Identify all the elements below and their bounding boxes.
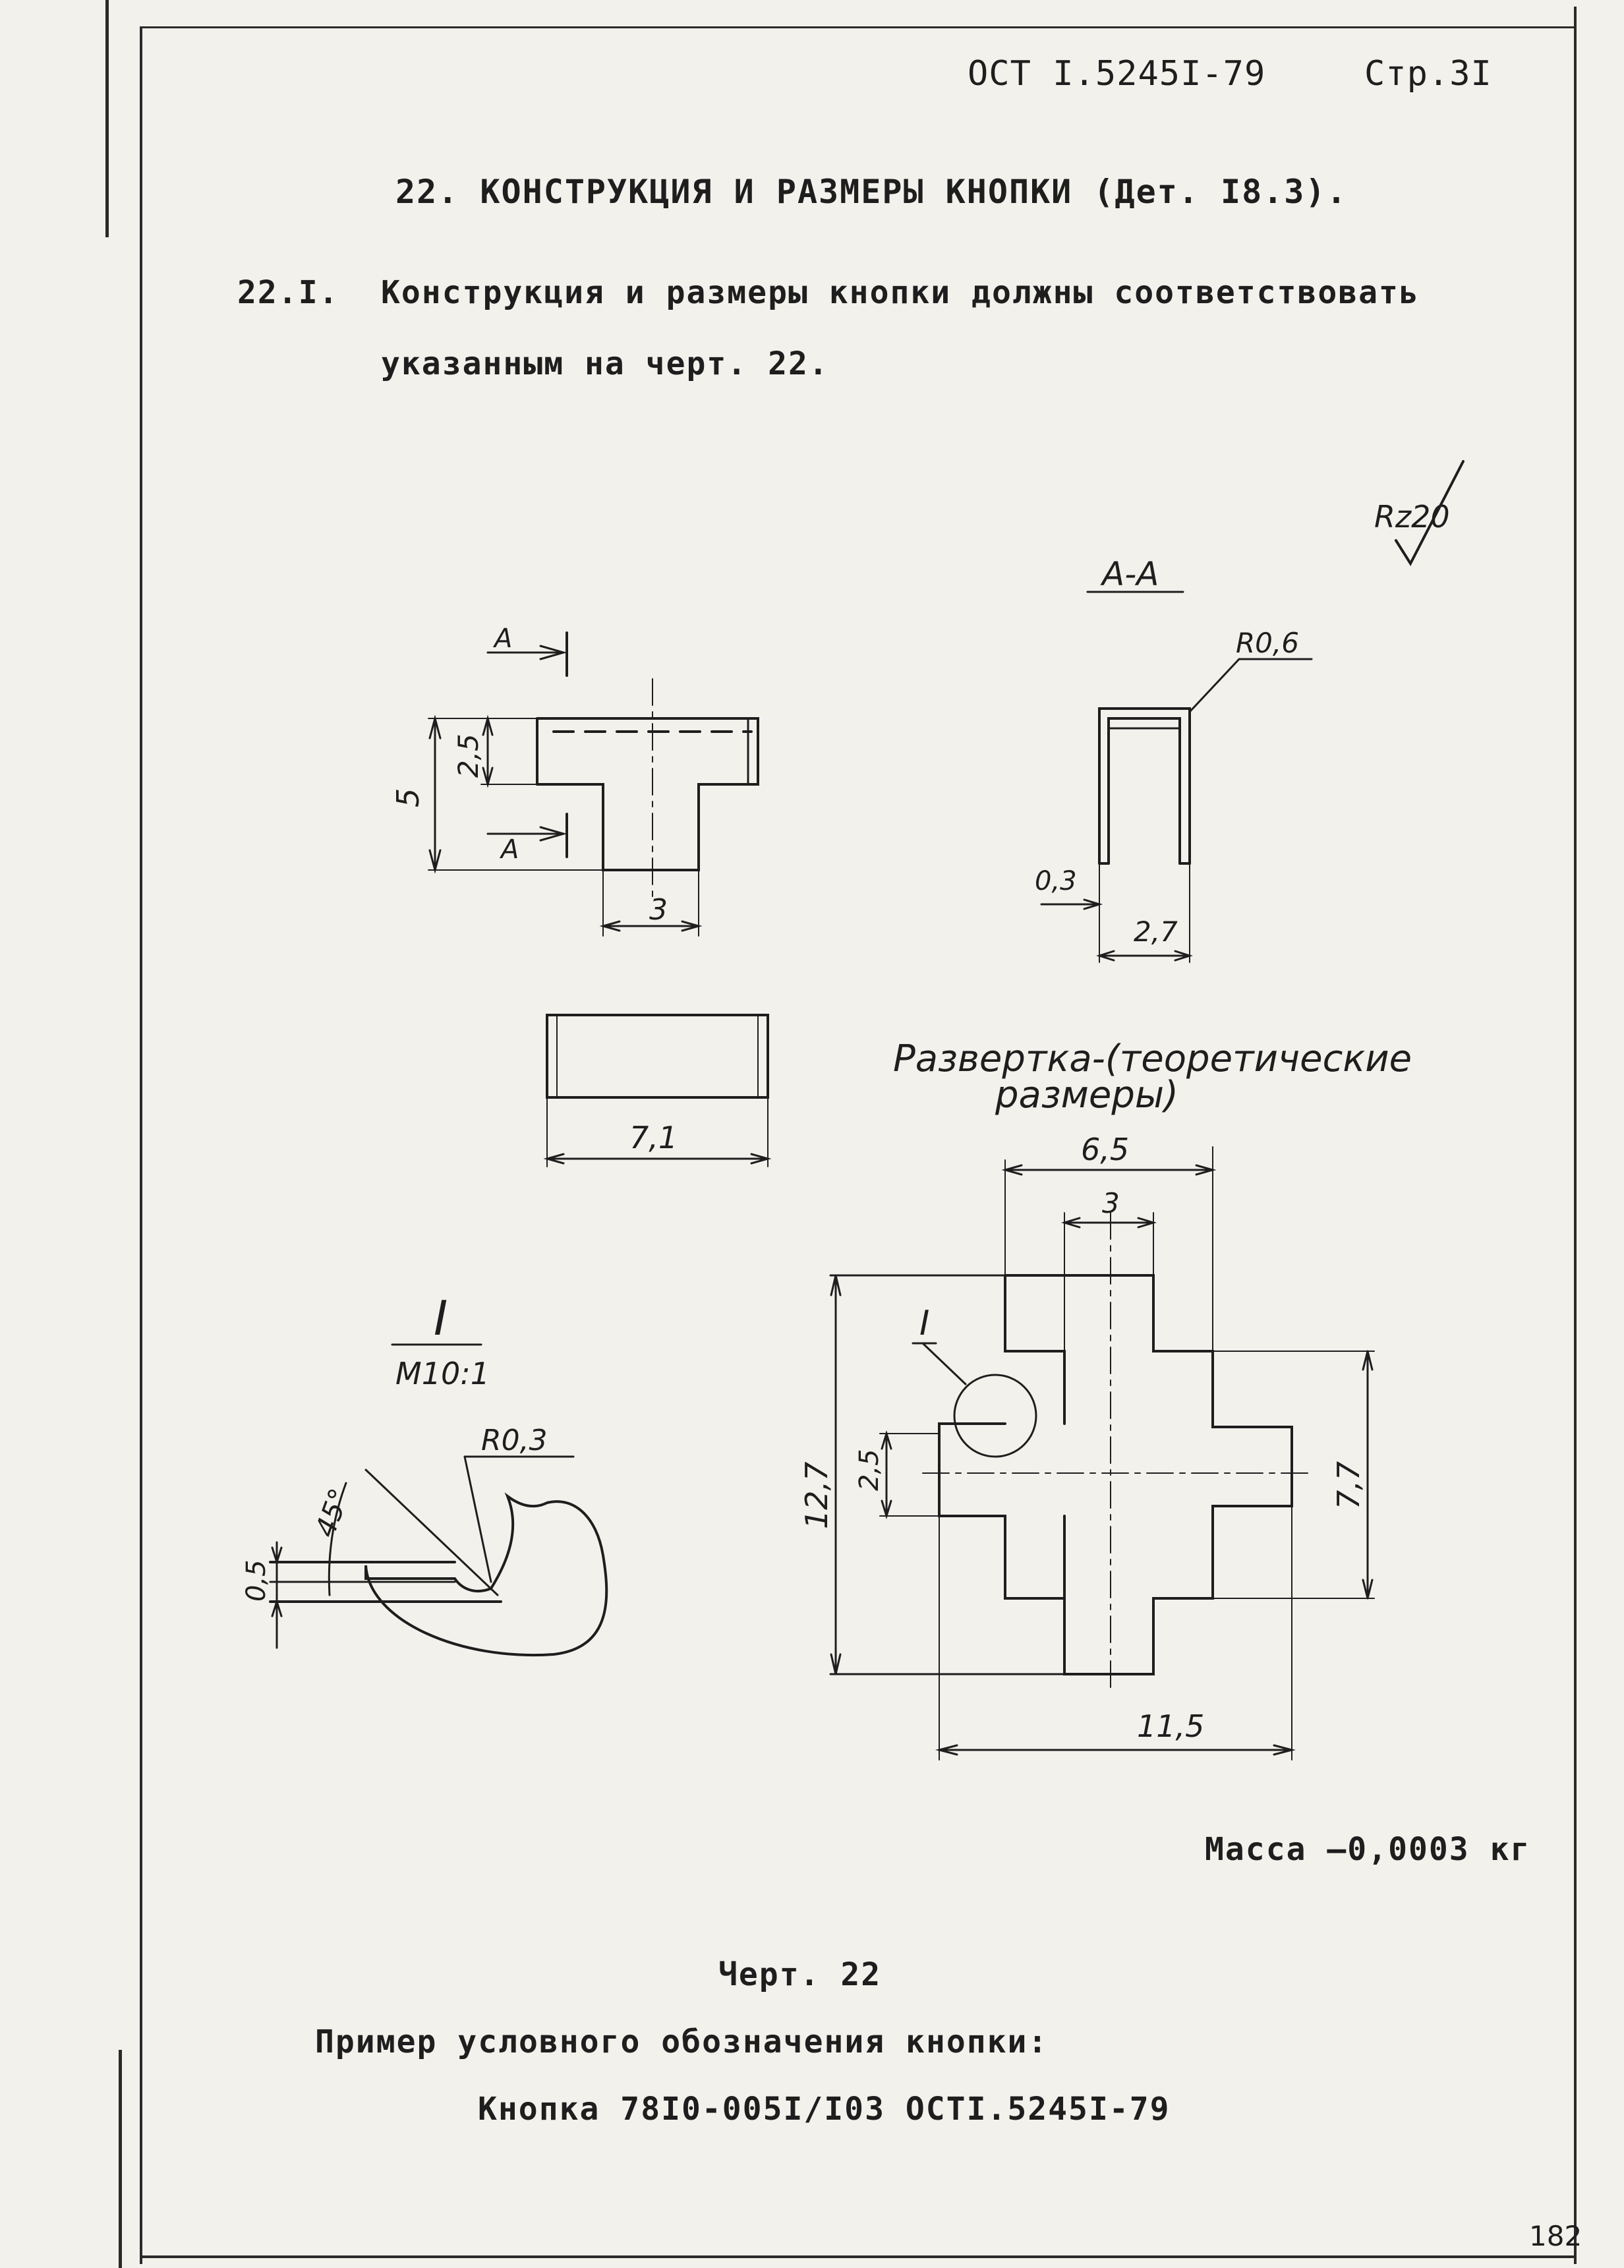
dim-2-5-front-label: 2,5 [452,734,484,778]
cut-mark-top-label: А [492,624,512,654]
standard-code: ОСТ I.5245I-79 [968,54,1266,94]
dim-5-label: 5 [390,788,426,807]
figure-caption: Черт. 22 [718,1956,882,1993]
detail-scale-label: М10:1 [395,1356,490,1391]
development-view [829,1146,1375,1760]
dim-3-dev-label: 3 [1102,1187,1120,1219]
dim-6-5-label: 6,5 [1081,1132,1129,1167]
top-view [543,1014,772,1167]
frame-left-outer-bottom [119,2050,122,2268]
section-aa-view [1040,591,1313,963]
mass-label: Масса –0,0003 кг [1205,1831,1531,1868]
dim-0-3-label: 0,3 [1035,866,1077,896]
detail-label: I [434,1291,448,1346]
page-number: Стр.3I [1364,54,1492,94]
frame-left-outer [105,0,109,237]
clause-number: 22.I. [237,274,339,311]
roughness-label: Rz20 [1374,499,1450,535]
dim-3-front-label: 3 [649,893,668,927]
dim-12-7-label: 12,7 [799,1462,834,1529]
frame-top [140,26,1577,28]
detail-mark-label: I [919,1304,929,1343]
dim-45-label: 45° [308,1484,356,1542]
sheet-number: 182 [1529,2220,1582,2252]
frame-left [140,26,142,2264]
clause-line-2: указанным на черт. 22. [381,345,829,382]
roughness-mark: Rz20 [1374,460,1464,567]
section-aa-label: А-А [1100,555,1159,593]
cut-mark-bottom-label: А [499,834,519,865]
dim-7-7-label: 7,7 [1331,1461,1366,1509]
development-label-line-2: размеры) [995,1074,1178,1117]
dim-2-7-label: 2,7 [1134,916,1178,948]
clause-line-1: Конструкция и размеры кнопки должны соот… [381,274,1420,311]
dim-2-5-dev-label: 2,5 [854,1449,884,1491]
frame-right [1574,7,1577,2264]
dim-r0-6-label: R0,6 [1236,627,1299,659]
section-title: 22. КОНСТРУКЦИЯ И РАЗМЕРЫ КНОПКИ (Дет. I… [395,173,1348,211]
dim-r0-3-label: R0,3 [481,1424,548,1457]
detail-view [269,1343,608,1656]
dim-0-5-label: 0,5 [241,1559,272,1602]
example-value: Кнопка 78I0-005I/I03 ОСТI.5245I-79 [478,2091,1171,2128]
frame-bottom [140,2255,1577,2258]
example-label: Пример условного обозначения кнопки: [315,2023,1049,2060]
dim-7-1-label: 7,1 [629,1120,678,1155]
development-label-line-1: Развертка-(теоретические [893,1037,1412,1080]
dim-11-5-label: 11,5 [1137,1708,1204,1744]
front-view [428,631,759,937]
